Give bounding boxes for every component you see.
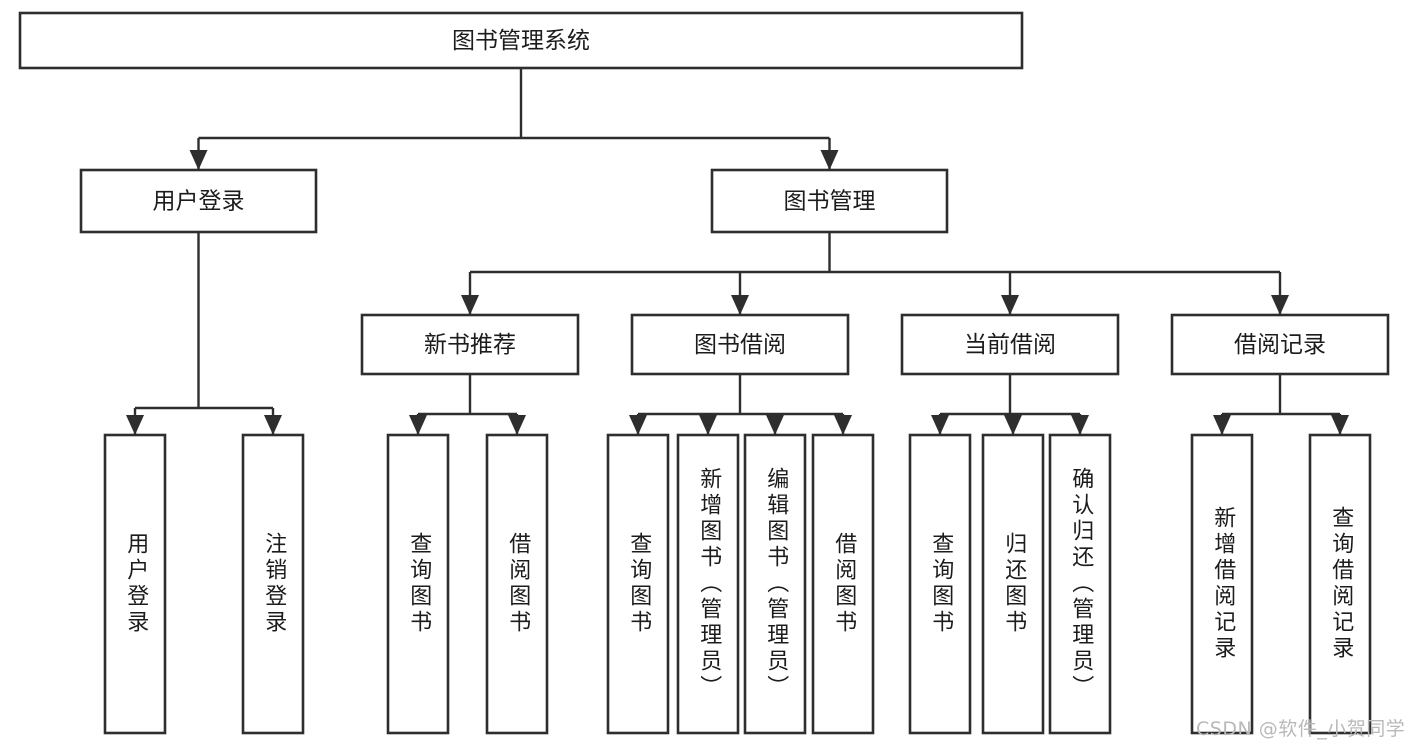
arrow-head-icon-leaf-query-record [1331, 415, 1349, 435]
arrow-head-icon-leaf-return-book [1004, 415, 1022, 435]
arrow-head-icon-leaf-user-logout [264, 415, 282, 435]
node-leaf-user-login[interactable] [103, 433, 167, 735]
node-root-system[interactable] [18, 11, 1024, 70]
arrow-head-icon-user-login [189, 150, 208, 170]
node-leaf-query-record[interactable] [1308, 433, 1372, 735]
node-label-book-borrow: 图书借阅 [694, 332, 786, 358]
arrow-head-icon-leaf-user-login [126, 415, 144, 435]
node-book-borrow[interactable] [630, 313, 850, 376]
arrow-head-icon-leaf-borrow-book-rec [508, 415, 526, 435]
node-leaf-borrow-book-rec[interactable] [485, 433, 549, 735]
arrow-head-icon-leaf-borrow-book [834, 415, 852, 435]
arrow-head-icon-leaf-add-record [1213, 415, 1231, 435]
node-leaf-edit-book[interactable] [743, 433, 807, 735]
connectors-layer [126, 68, 1349, 435]
arrow-head-icon-leaf-confirm-return [1071, 415, 1089, 435]
node-label-new-book-rec: 新书推荐 [424, 332, 516, 358]
arrow-head-icon-current-borrow [1001, 295, 1019, 315]
arrow-head-icon-leaf-query-book-rec [409, 415, 427, 435]
arrow-head-icon-leaf-edit-book [766, 415, 784, 435]
node-label-book-manage: 图书管理 [784, 189, 876, 215]
boxes-layer [18, 11, 1390, 735]
node-borrow-record[interactable] [1170, 313, 1390, 376]
node-book-manage[interactable] [710, 168, 949, 234]
csdn-watermark: CSDN @软件_小贺同学 [1196, 718, 1405, 740]
node-leaf-return-book[interactable] [981, 433, 1045, 735]
node-leaf-query-book-cur[interactable] [908, 433, 972, 735]
arrow-head-icon-borrow-record [1271, 295, 1289, 315]
arrow-head-icon-new-book-rec [461, 295, 479, 315]
node-label-user-login: 用户登录 [153, 189, 245, 215]
arrow-head-icon-leaf-query-book-borrow [629, 415, 647, 435]
arrow-head-icon-book-borrow [731, 295, 749, 315]
node-leaf-add-book[interactable] [676, 433, 740, 735]
arrow-head-icon-leaf-add-book [699, 415, 717, 435]
node-leaf-confirm-return[interactable] [1048, 433, 1112, 735]
node-leaf-borrow-book[interactable] [811, 433, 875, 735]
node-label-borrow-record: 借阅记录 [1234, 332, 1326, 358]
node-new-book-rec[interactable] [360, 313, 580, 376]
node-leaf-query-book-borrow[interactable] [606, 433, 670, 735]
node-leaf-user-logout[interactable] [241, 433, 305, 735]
node-label-current-borrow: 当前借阅 [964, 332, 1056, 358]
node-label-root: 图书管理系统 [452, 28, 590, 54]
node-leaf-add-record[interactable] [1190, 433, 1254, 735]
arrow-head-icon-book-manage [820, 150, 839, 170]
arrow-head-icon-leaf-query-book-cur [931, 415, 949, 435]
node-user-login[interactable] [79, 168, 318, 234]
node-leaf-query-book-rec[interactable] [386, 433, 450, 735]
node-current-borrow[interactable] [900, 313, 1120, 376]
